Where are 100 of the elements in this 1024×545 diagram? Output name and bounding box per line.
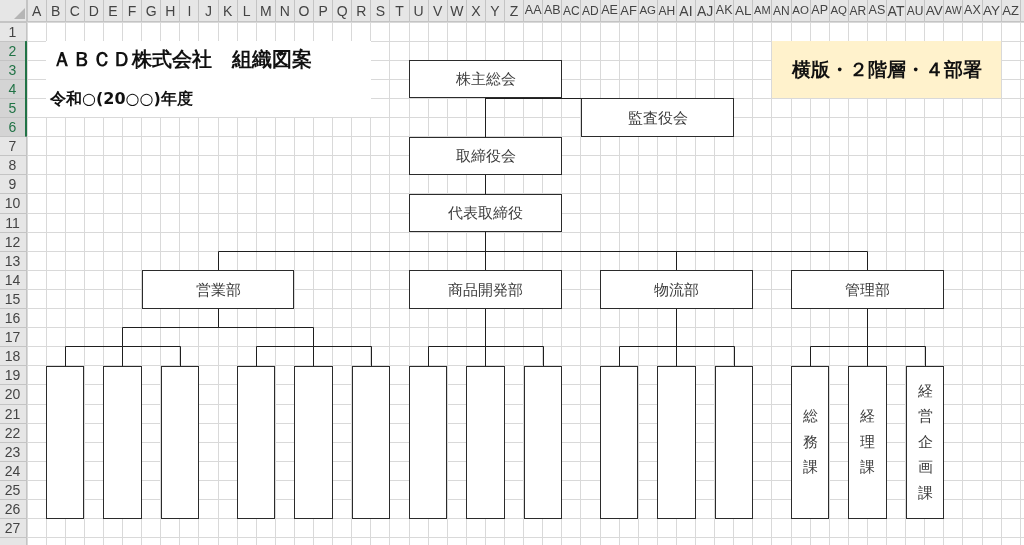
column-header: M <box>259 3 272 18</box>
row-number: 23 <box>4 444 21 459</box>
column-header: P <box>318 3 328 18</box>
org-box: 経理課 <box>848 366 887 519</box>
column-header: AR <box>849 4 867 17</box>
column-header: Y <box>490 3 500 18</box>
column-header: S <box>375 3 385 18</box>
org-box: 総務課 <box>791 366 829 519</box>
column-header: W <box>450 3 464 18</box>
connector-line <box>485 97 486 138</box>
org-box: 商品開発部 <box>409 270 562 309</box>
empty-box <box>409 366 447 519</box>
column-header: AM <box>754 5 771 16</box>
column-header: AJ <box>696 3 714 18</box>
row-number: 3 <box>8 62 17 77</box>
row-number: 19 <box>4 368 21 383</box>
column-header: AN <box>773 4 790 17</box>
column-header: T <box>395 3 404 18</box>
org-box: 株主総会 <box>409 60 562 98</box>
column-header: I <box>187 3 192 18</box>
org-box: 管理部 <box>791 270 944 309</box>
column-header: AQ <box>830 4 848 17</box>
connector-line <box>867 308 926 367</box>
column-header: AZ <box>1002 4 1019 17</box>
row-number: 18 <box>4 349 21 364</box>
row-number: 15 <box>4 291 21 306</box>
connector-line <box>218 308 372 367</box>
row-number: 5 <box>8 100 17 115</box>
subtitle: 令和○(20○○)年度 <box>50 89 193 109</box>
column-header: J <box>204 3 212 18</box>
column-header: AA <box>524 4 542 17</box>
org-box: 営業部 <box>142 270 294 309</box>
empty-box <box>715 366 753 519</box>
column-header: AD <box>582 4 599 17</box>
connector-line <box>485 308 544 367</box>
org-box: 経営企画課 <box>906 366 944 519</box>
column-header: K <box>222 3 233 18</box>
column-header: A <box>31 3 42 18</box>
column-header: AU <box>906 4 924 17</box>
row-number: 13 <box>4 253 21 268</box>
column-header: AY <box>983 3 1001 18</box>
note-box: 横版・２階層・４部署 <box>772 41 1001 98</box>
empty-box <box>237 366 275 519</box>
row-number: 12 <box>4 234 21 249</box>
row-number: 11 <box>5 215 20 230</box>
column-header: AV <box>925 3 943 18</box>
org-box: 代表取締役 <box>409 194 562 232</box>
org-box: 物流部 <box>600 270 753 309</box>
empty-box <box>524 366 562 519</box>
column-header: AK <box>715 4 733 17</box>
column-header: AW <box>945 5 962 16</box>
empty-box <box>466 366 505 519</box>
column-header: E <box>108 3 118 18</box>
row-number: 8 <box>8 158 17 173</box>
column-header: AP <box>811 4 828 17</box>
column-header: N <box>279 3 290 18</box>
empty-box <box>161 366 199 519</box>
column-header: AC <box>563 4 580 17</box>
column-header: AB <box>543 4 561 17</box>
org-box: 取締役会 <box>409 137 562 175</box>
column-header: AS <box>868 4 886 17</box>
column-header: G <box>145 3 157 18</box>
row-number: 1 <box>8 24 17 39</box>
column-header: AH <box>658 4 676 17</box>
row-number: 16 <box>4 311 21 326</box>
column-header: AT <box>887 3 905 18</box>
column-header: AF <box>620 4 637 17</box>
empty-box <box>294 366 333 519</box>
column-header: Z <box>509 3 519 18</box>
row-number: 7 <box>8 139 17 154</box>
row-number: 26 <box>4 502 21 517</box>
column-header: V <box>432 3 443 18</box>
column-header: AG <box>639 4 657 17</box>
title: ＡＢＣＤ株式会社 組織図案 <box>52 49 312 71</box>
row-number: 9 <box>8 177 17 192</box>
column-header: C <box>69 3 80 18</box>
column-header: AO <box>792 4 809 17</box>
column-header: U <box>413 3 424 18</box>
org-box: 監査役会 <box>581 98 734 137</box>
empty-box <box>103 366 142 519</box>
column-header: AL <box>734 3 752 18</box>
row-number: 27 <box>4 521 21 536</box>
connector-line <box>485 174 486 195</box>
column-header: H <box>165 3 176 18</box>
column-header: Q <box>336 3 348 18</box>
empty-box <box>46 366 84 519</box>
row-number: 10 <box>4 196 21 211</box>
row-number: 14 <box>4 272 21 287</box>
row-number: 22 <box>4 425 21 440</box>
connector-line <box>676 308 735 367</box>
column-header: F <box>127 3 137 18</box>
row-number: 21 <box>4 406 21 421</box>
column-header: AI <box>679 3 693 18</box>
row-number: 25 <box>4 482 21 497</box>
row-number: 4 <box>8 81 17 96</box>
row-number: 20 <box>4 387 21 402</box>
row-number: 2 <box>8 43 17 58</box>
column-header: D <box>88 3 99 18</box>
row-number: 17 <box>4 330 21 345</box>
column-header: X <box>471 3 481 18</box>
